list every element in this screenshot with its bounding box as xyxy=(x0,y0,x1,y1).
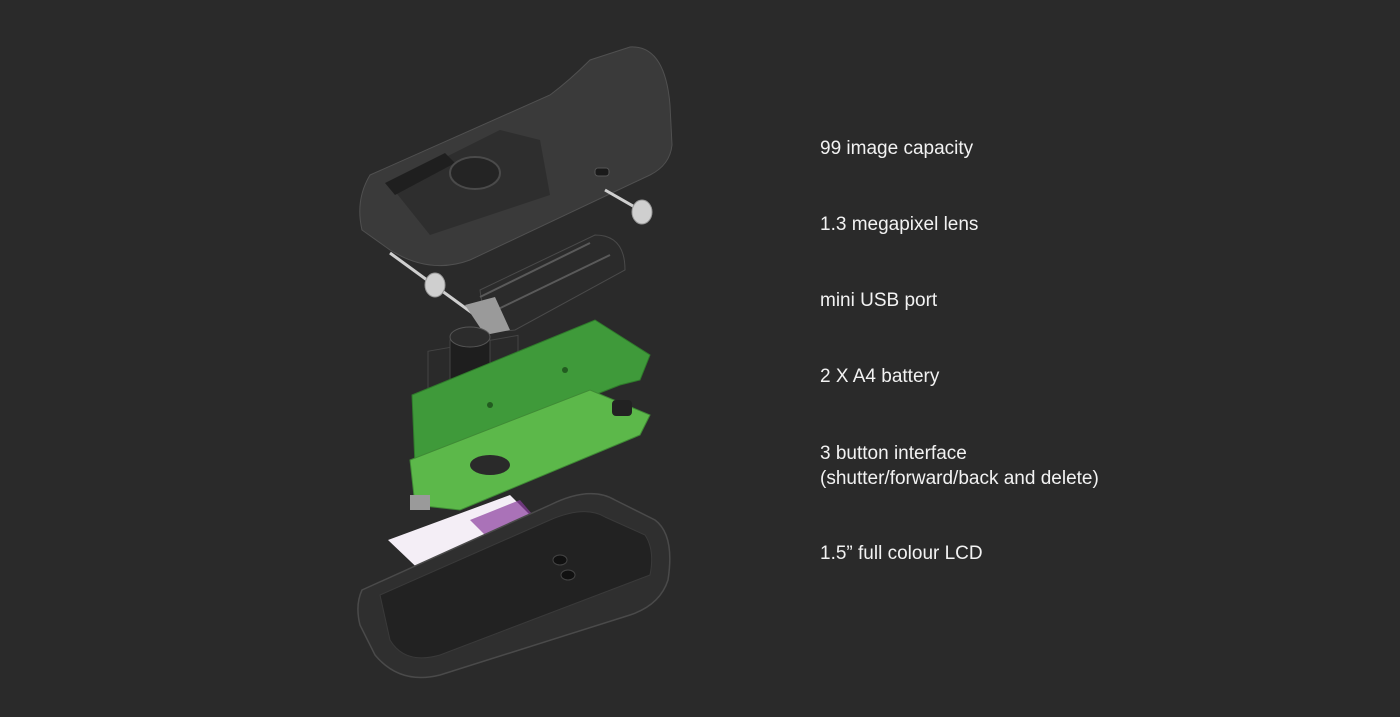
feature-button-interface: 3 button interface (shutter/forward/back… xyxy=(820,441,1099,491)
top-housing xyxy=(359,46,673,267)
feature-image-capacity: 99 image capacity xyxy=(820,136,973,161)
feature-battery: 2 X A4 battery xyxy=(820,364,939,389)
screws xyxy=(389,188,653,317)
feature-text: 2 X A4 battery xyxy=(820,366,940,387)
feature-text: 99 image capacity xyxy=(820,138,974,159)
mini-usb-port xyxy=(594,167,610,177)
feature-text: 1.3 megapixel lens xyxy=(820,214,979,235)
exploded-camera-diagram xyxy=(350,35,690,685)
bottom-housing xyxy=(357,492,671,679)
battery-pack xyxy=(465,234,626,335)
feature-text: 1.5” full colour LCD xyxy=(820,543,983,564)
button-switch xyxy=(612,400,632,416)
lens-opening xyxy=(449,156,501,190)
feature-megapixel-lens: 1.3 megapixel lens xyxy=(820,212,978,237)
feature-text: 3 button interface xyxy=(820,443,967,464)
feature-usb-port: mini USB port xyxy=(820,288,937,313)
feature-text-detail: (shutter/forward/back and delete) xyxy=(820,468,1099,489)
feature-lcd: 1.5” full colour LCD xyxy=(820,541,983,566)
feature-text: mini USB port xyxy=(820,290,938,311)
